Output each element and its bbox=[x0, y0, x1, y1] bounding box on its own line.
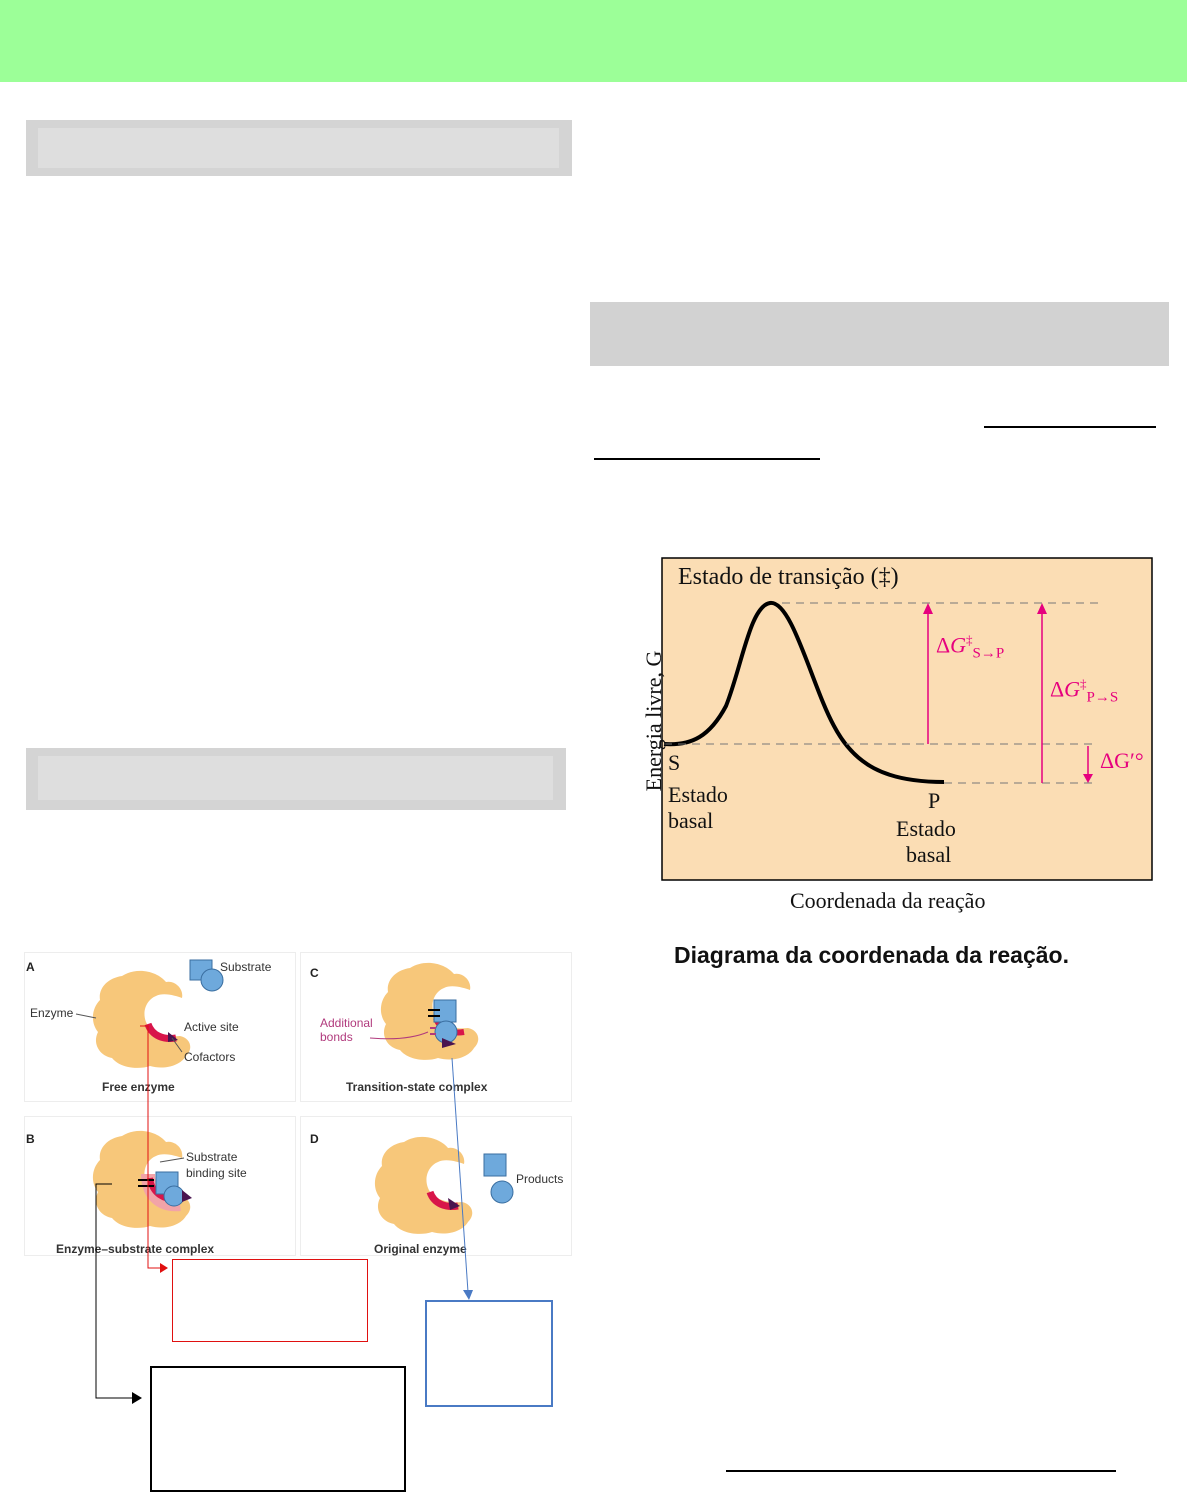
binding-site-label-2: binding site bbox=[186, 1166, 247, 1180]
energy-plot-area bbox=[661, 557, 1153, 881]
substrate-label: Substrate bbox=[220, 960, 272, 974]
energy-diagram: Estado de transição (‡) ΔG‡S→P ΔG‡P→S ΔG… bbox=[622, 556, 1162, 986]
energy-diagram-graphic bbox=[661, 557, 1153, 881]
substrate-shape-a bbox=[189, 959, 224, 992]
panel-d bbox=[300, 1116, 572, 1256]
panel-a bbox=[24, 952, 296, 1102]
reaction-curve bbox=[663, 601, 945, 784]
p-state-2: basal bbox=[906, 842, 952, 867]
blue-callout-box bbox=[425, 1300, 553, 1407]
y-axis-label: Energia livre, G bbox=[641, 650, 666, 792]
panel-d-caption: Original enzyme bbox=[374, 1242, 467, 1256]
black-callout-box bbox=[150, 1366, 406, 1492]
panel-d-letter: D bbox=[310, 1132, 319, 1146]
panel-b bbox=[24, 1116, 296, 1256]
section-heading-box-1 bbox=[26, 120, 572, 176]
active-site-label: Active site bbox=[184, 1020, 239, 1034]
enzyme-label: Enzyme bbox=[30, 1006, 74, 1020]
free-enzyme-shape bbox=[92, 970, 191, 1068]
dg-s-to-p-subscript: S→P bbox=[972, 645, 1005, 662]
underline-2 bbox=[594, 458, 820, 460]
top-banner bbox=[0, 0, 1187, 82]
section-heading-box-3 bbox=[590, 302, 1169, 366]
s-state-1: Estado bbox=[668, 782, 728, 807]
p-label: P bbox=[928, 788, 941, 813]
delta-g-standard: ΔG′° bbox=[1100, 748, 1144, 773]
section-heading-box-2 bbox=[26, 748, 566, 810]
additional-bonds-label-1: Additional bbox=[320, 1016, 373, 1030]
delta-g-p-to-s: ΔG‡P→S bbox=[1050, 676, 1119, 706]
binding-site-label-1: Substrate bbox=[186, 1150, 238, 1164]
products-label: Products bbox=[516, 1172, 564, 1186]
cofactors-label: Cofactors bbox=[184, 1050, 236, 1064]
panel-c-caption: Transition-state complex bbox=[346, 1080, 488, 1094]
panel-c-letter: C bbox=[310, 966, 319, 980]
diagram-caption: Diagrama da coordenada da reação. bbox=[674, 942, 1069, 968]
red-callout-box bbox=[172, 1259, 368, 1342]
s-label: S bbox=[668, 750, 681, 775]
transition-state-label: Estado de transição (‡) bbox=[678, 564, 899, 590]
original-enzyme-shape bbox=[374, 1136, 473, 1234]
s-state-2: basal bbox=[668, 808, 714, 833]
panel-a-caption: Free enzyme bbox=[102, 1080, 175, 1094]
p-state-1: Estado bbox=[896, 816, 956, 841]
delta-g-s-to-p: ΔG‡S→P bbox=[936, 632, 1005, 662]
dg-p-to-s-subscript: P→S bbox=[1086, 689, 1119, 706]
underline-1 bbox=[984, 426, 1156, 428]
panel-c bbox=[300, 952, 572, 1102]
panel-b-letter: B bbox=[26, 1132, 35, 1146]
additional-bonds-label-2: bonds bbox=[320, 1030, 353, 1044]
underline-3 bbox=[726, 1470, 1116, 1472]
x-axis-label: Coordenada da reação bbox=[790, 888, 986, 913]
panel-a-letter: A bbox=[26, 960, 35, 974]
